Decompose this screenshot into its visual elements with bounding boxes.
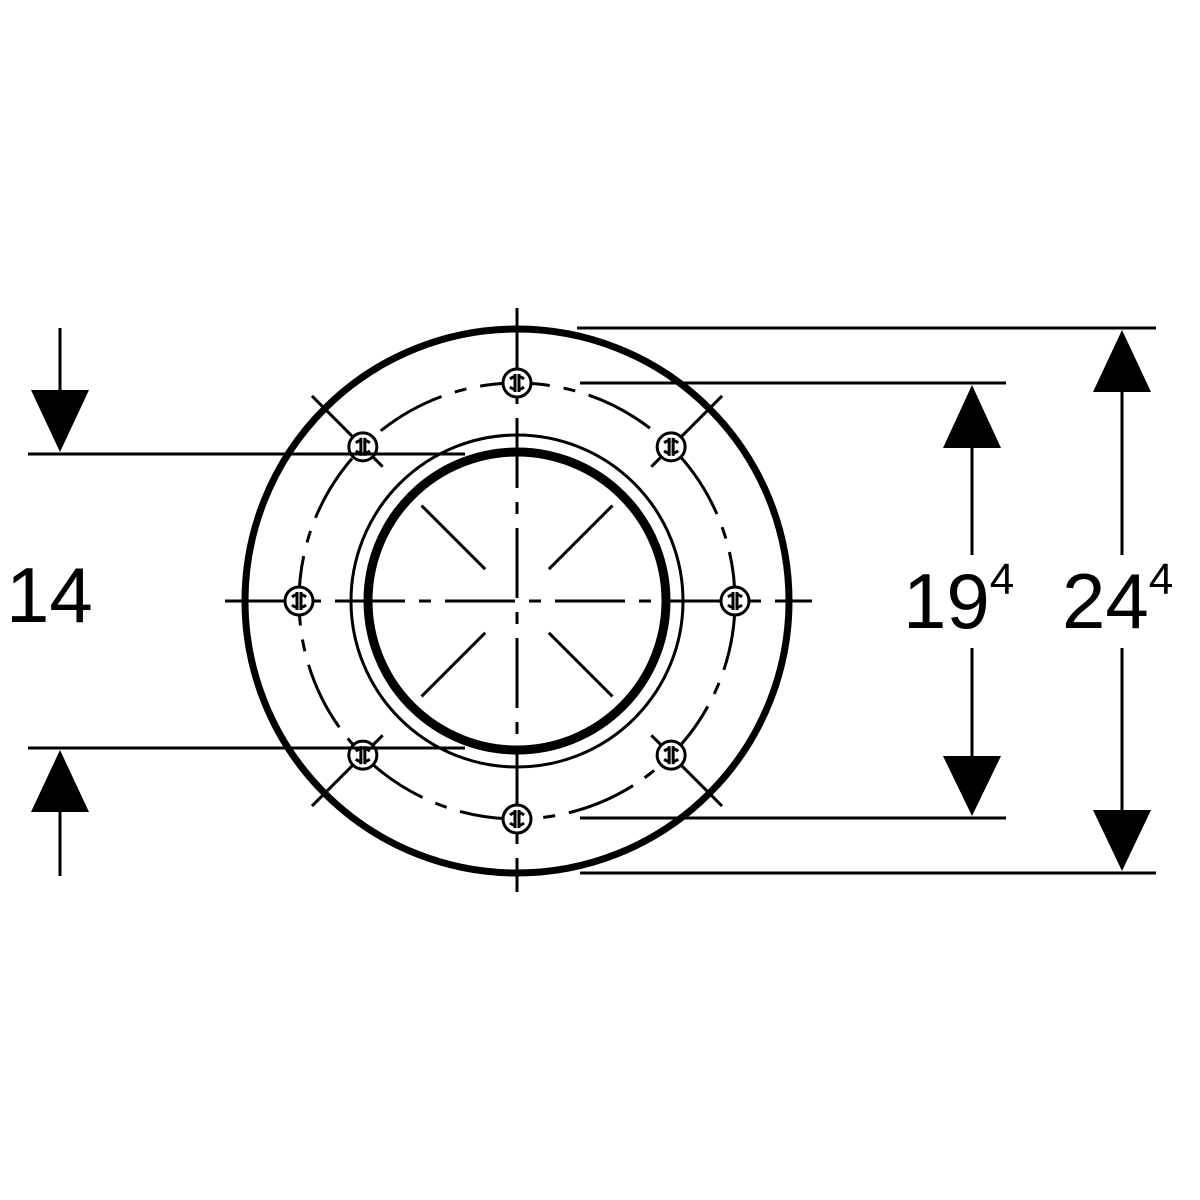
inner-radial-line <box>420 631 487 698</box>
arrow-down-icon <box>1093 810 1151 871</box>
dimension-label-inner: 194 <box>903 555 1014 645</box>
inner-radial-line <box>420 504 487 571</box>
dimension-label-outer: 244 <box>1062 555 1173 645</box>
inner-radial-line <box>547 631 614 698</box>
bolt-icon <box>347 431 379 463</box>
arrow-down-icon <box>31 390 89 452</box>
bolt-icon <box>655 739 687 771</box>
bolt-icon <box>501 367 533 399</box>
arrow-up-icon <box>943 385 1001 448</box>
arrow-up-icon <box>1093 330 1151 392</box>
arrow-down-icon <box>943 756 1001 816</box>
bolt-icon <box>655 431 687 463</box>
inner-radial-line <box>547 504 614 571</box>
bolt-icon <box>501 803 533 835</box>
arrow-up-icon <box>31 750 89 812</box>
bolt-icon <box>347 739 379 771</box>
dimension-label-left: 14 <box>6 551 93 639</box>
bolt-icon <box>719 585 751 617</box>
bolt-icon <box>283 585 315 617</box>
